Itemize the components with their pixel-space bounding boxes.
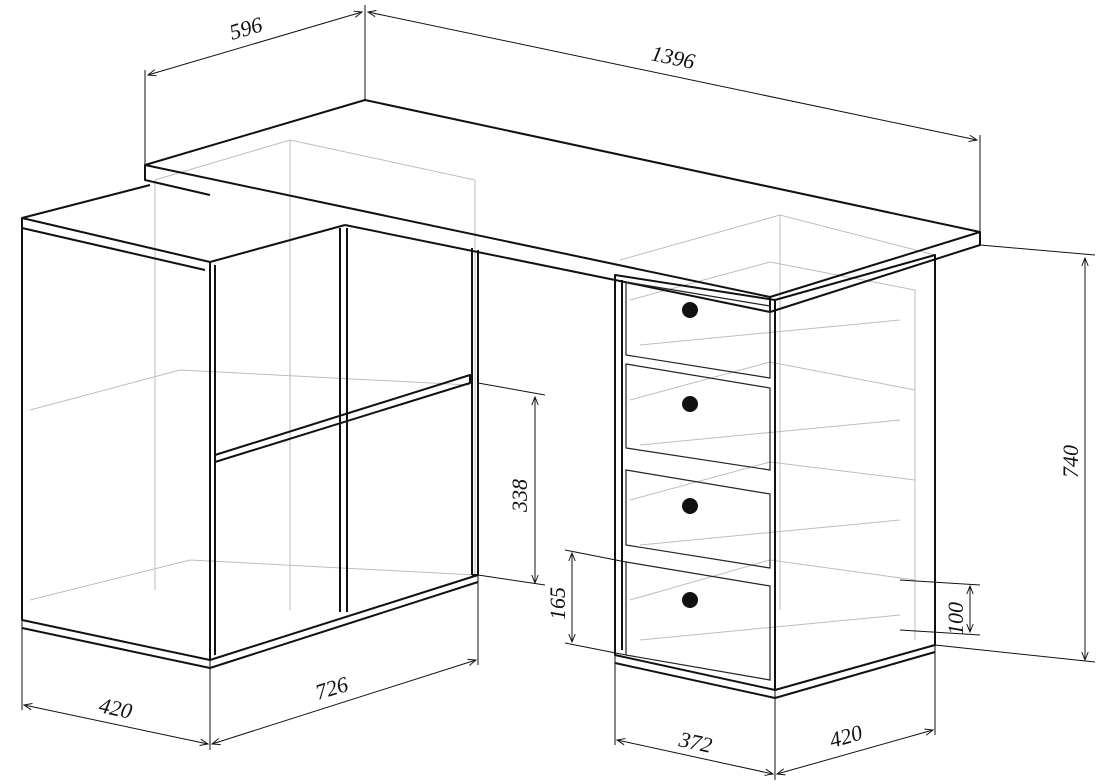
drawer-4 (625, 561, 771, 681)
dimension-labels: 596 1396 740 338 165 100 420 726 372 420 (97, 12, 1083, 758)
dim-drawer-box-height: 100 (943, 602, 968, 635)
dim-pedestal-width: 372 (676, 726, 714, 758)
dim-pedestal-depth: 420 (826, 720, 865, 753)
dim-shelf-height: 338 (507, 479, 532, 513)
drawer-1 (625, 281, 771, 379)
dim-total-height: 740 (1058, 445, 1083, 478)
dim-left-cabinet-width: 726 (312, 671, 351, 705)
drawer-2 (625, 363, 771, 471)
left-cabinet (21, 184, 479, 669)
dim-left-cabinet-depth: 420 (97, 692, 134, 723)
dimensions (21, 5, 1096, 780)
drawer-3 (625, 469, 771, 569)
drawer-handle-icon (682, 592, 698, 608)
drawer-handle-icon (682, 396, 698, 412)
tabletop (144, 99, 981, 313)
drawer-fronts (625, 281, 771, 681)
drawer-handle-icon (682, 498, 698, 514)
drawer-handle-icon (682, 302, 698, 318)
hidden-lines (29, 139, 936, 641)
dim-top-width: 1396 (649, 40, 697, 74)
dim-top-depth: 596 (226, 12, 265, 45)
dim-drawer-front-height: 165 (545, 587, 570, 620)
